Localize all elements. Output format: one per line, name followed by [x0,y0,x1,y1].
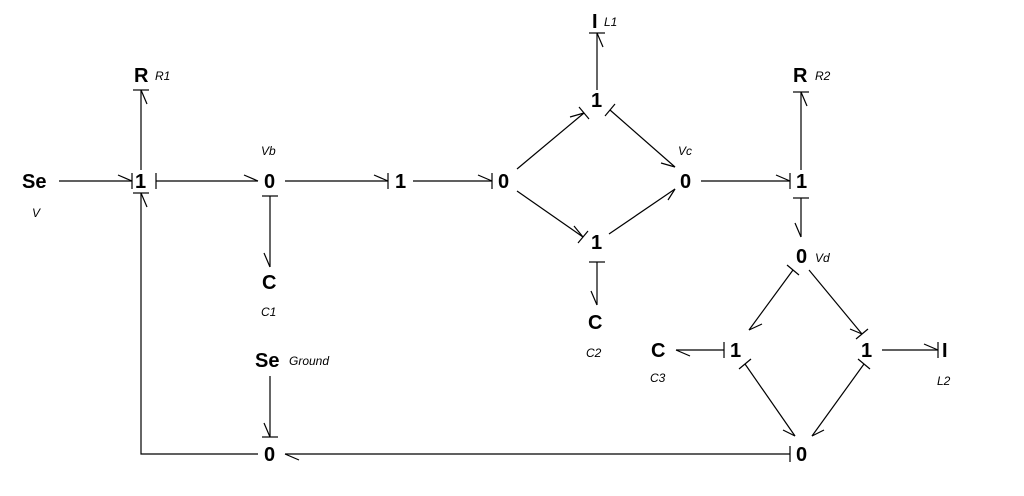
node-i-l1: I [592,11,598,33]
node-c2: C [588,312,602,334]
label-c3: C3 [650,371,666,385]
node-c3: C [651,340,665,362]
bond-1d-to-0e [413,173,493,189]
bond-0gr-to-0gl [284,446,791,462]
node-0-c: 0 [680,171,691,193]
node-0-ground-r: 0 [796,444,807,466]
label-vd: Vd [815,251,830,265]
label-c1: C1 [261,305,276,319]
node-i-l2: I [942,340,948,362]
label-vb: Vb [261,144,276,158]
bond-1h-to-0gr [811,358,871,437]
bond-1top-to-il1 [589,32,605,90]
bond-1a-to-r1 [133,89,149,170]
bond-0d-to-1g [748,264,800,331]
bond-0e-to-1bot [516,190,589,244]
bond-1a-to-0b [155,173,259,189]
label-l1: L1 [604,15,617,29]
label-r1: R1 [155,69,170,83]
node-r2: R [793,65,808,87]
bond-0b-to-1d [285,173,389,189]
node-0-ground-l: 0 [264,444,275,466]
node-1-h: 1 [861,340,872,362]
bond-1bot-to-0c [608,188,676,235]
bond-1g-to-0gr [738,358,796,437]
label-r2: R2 [815,69,831,83]
node-1-top: 1 [591,90,602,112]
label-vc: Vc [678,144,692,158]
bond-0gl-to-1a [133,192,258,455]
node-se-ground: Se [255,350,279,372]
node-1-g: 1 [730,340,741,362]
bond-0e-to-1top [516,106,590,170]
node-1-a: 1 [135,171,146,193]
bond-se-to-1a [59,173,133,189]
label-ground: Ground [289,354,329,368]
node-0-e: 0 [498,171,509,193]
bond-0b-to-c1 [262,195,278,268]
bonds [59,32,939,462]
nodes: Se 1 R 0 C 1 0 1 I 1 C 0 1 R 0 1 C 1 I 0… [22,11,948,466]
label-v: V [32,206,41,220]
node-1-bot: 1 [591,232,602,254]
bond-seground-to-0gl [262,376,278,438]
node-0-d: 0 [796,246,807,268]
bond-0d-to-1h [808,269,869,340]
label-c2: C2 [586,346,602,360]
label-l2: L2 [937,374,951,388]
node-se-v: Se [22,171,46,193]
labels: V R1 Vb C1 Ground L1 Vc C2 R2 Vd C3 L2 [32,15,951,388]
bond-1f-to-0d [793,197,809,238]
bond-1f-to-r2 [793,91,809,170]
bond-1bot-to-c2 [589,261,605,306]
node-c1: C [262,272,276,294]
node-1-d: 1 [395,171,406,193]
bond-0c-to-1f [701,173,791,189]
node-1-f: 1 [796,171,807,193]
bond-1top-to-0c [604,103,676,168]
node-0-b: 0 [264,171,275,193]
bond-1g-to-c3 [675,342,725,358]
node-r1: R [134,65,149,87]
bond-1h-to-il2 [882,342,939,358]
